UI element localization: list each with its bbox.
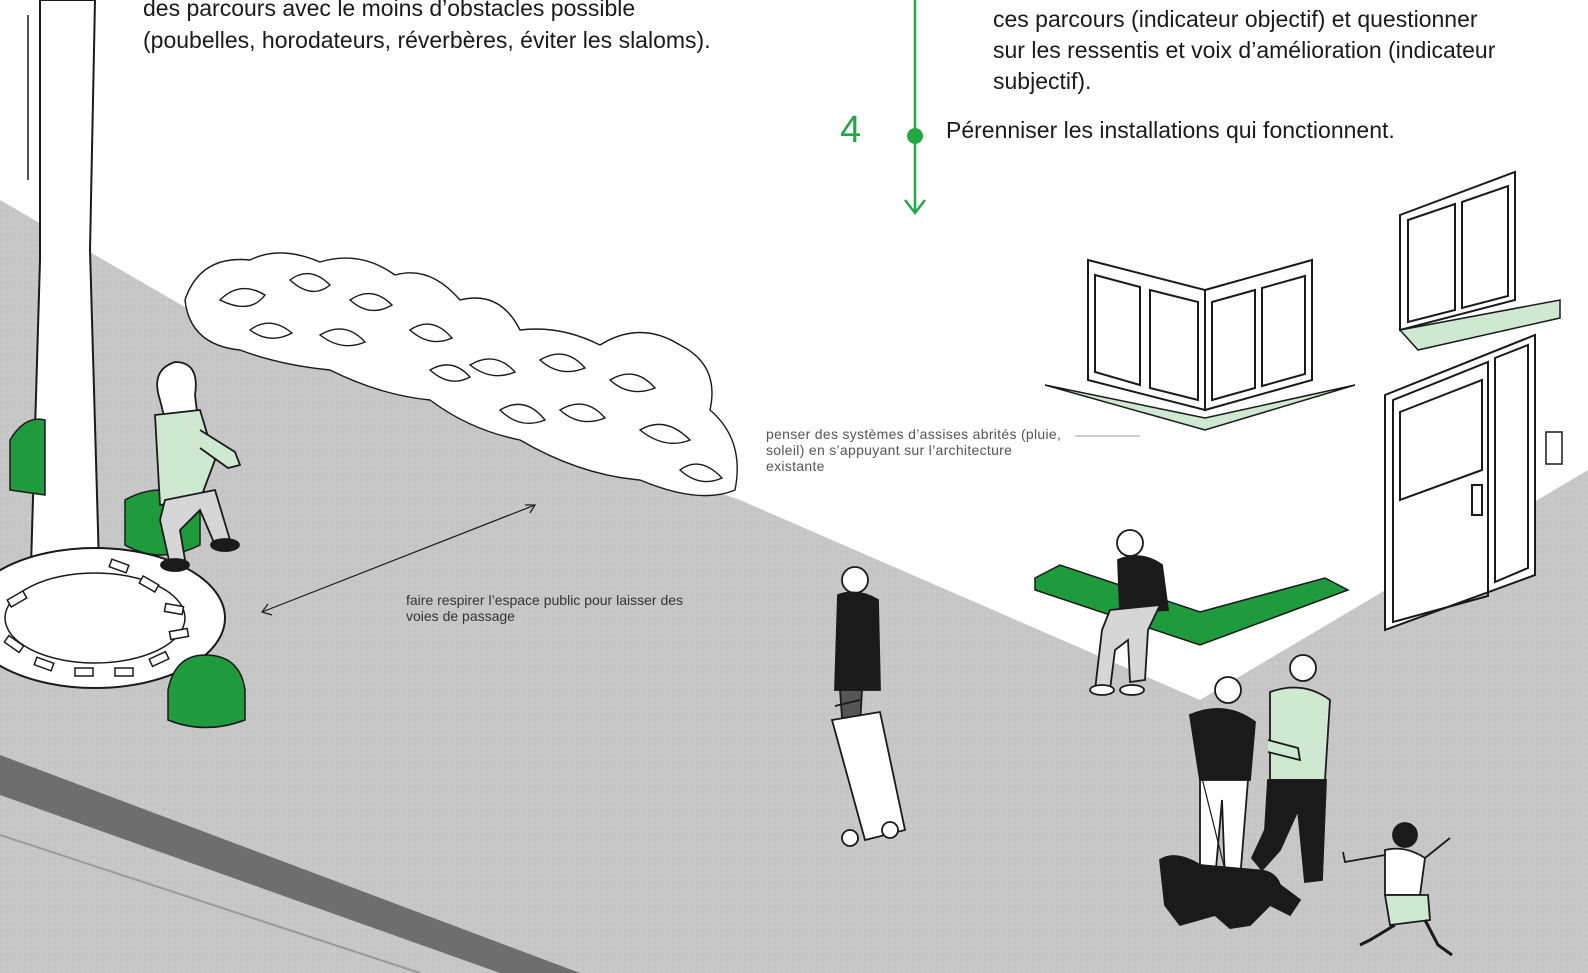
door-keypad <box>1546 432 1562 464</box>
left-paragraph: des parcours avec le moins d’obstacles p… <box>143 0 743 56</box>
bollard-front <box>168 655 245 728</box>
window-corner <box>1088 260 1312 410</box>
right-paragraph: ces parcours (indicateur objectif) et qu… <box>993 4 1513 97</box>
seating-annotation: penser des systèmes d’assises abrités (p… <box>766 426 1066 474</box>
window-upper-right <box>1400 172 1515 330</box>
step-number: 4 <box>840 110 861 150</box>
tree-trunk <box>28 0 100 600</box>
timeline-arrow <box>905 0 925 213</box>
timeline-dot <box>907 128 923 144</box>
space-annotation: faire respirer l’espace public pour lais… <box>406 592 706 624</box>
step-text: Pérenniser les installations qui fonctio… <box>946 115 1395 145</box>
green-bench <box>1035 565 1348 645</box>
